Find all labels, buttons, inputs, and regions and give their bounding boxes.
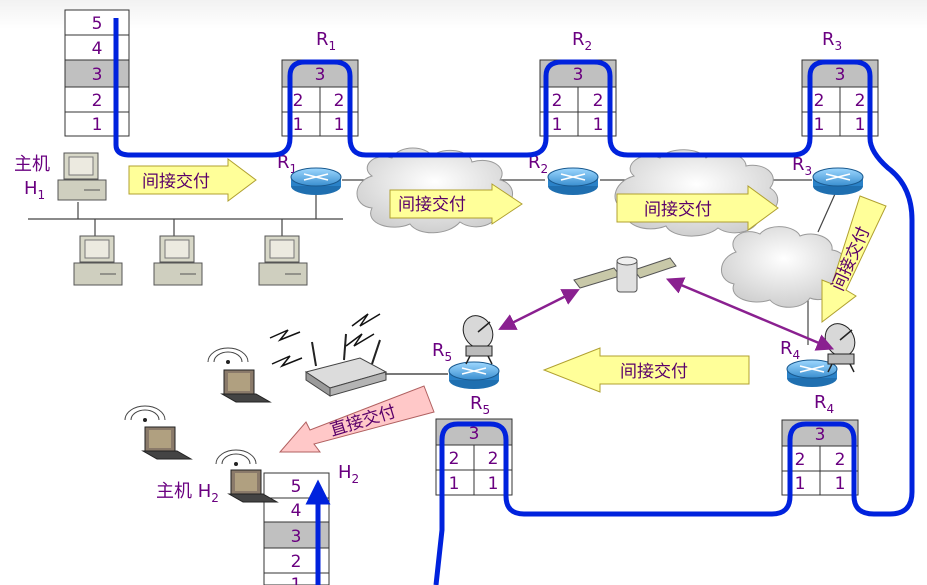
r2-layer-2a: 2 (552, 91, 563, 111)
h1-protocol-stack: 5 4 3 2 1 (64, 9, 130, 137)
r2-layer-1a: 1 (552, 115, 563, 135)
dish-r5-icon (462, 315, 494, 365)
r5-protocol-stack: 3 2 2 1 1 (435, 418, 513, 496)
r4-layer-2a: 2 (795, 450, 806, 470)
indirect-arrow-2-label: 间接交付 (398, 195, 466, 215)
h1-layer-5: 5 (92, 14, 103, 34)
r5-layer-3: 3 (469, 424, 480, 444)
router-labels: R1 R2 R3 R1 R2 R3 R5 R5 R4 R4 (277, 29, 842, 417)
r1-protocol-stack: 3 2 2 1 1 (281, 59, 359, 137)
router-r4-icon (786, 359, 838, 387)
router-r1-icon (290, 167, 342, 195)
h1-layer-4: 4 (92, 39, 103, 59)
r3-layer-1a: 1 (814, 115, 825, 135)
laptop-2-icon (124, 405, 193, 460)
r4-layer-3: 3 (815, 425, 826, 445)
r3-protocol-stack: 3 2 2 1 1 (801, 59, 879, 137)
laptop-h2-icon (215, 449, 279, 503)
satellite-links (498, 277, 835, 351)
label-r3-top: R3 (822, 29, 842, 53)
h1-layer-2: 2 (92, 91, 103, 111)
h1-layer-3: 3 (92, 65, 103, 85)
label-r4-bottom: R4 (814, 392, 834, 416)
router-r5-icon (448, 361, 500, 389)
indirect-arrow-4-label: 间接交付 (620, 362, 688, 382)
computer-lan-3-icon (258, 235, 308, 286)
r4-layer-1b: 1 (835, 474, 846, 494)
h2-layer-2: 2 (291, 552, 302, 572)
r1-layer-1b: 1 (334, 115, 345, 135)
r1-layer-2b: 2 (334, 91, 345, 111)
indirect-arrow-4: 间接交付 (542, 347, 750, 393)
r2-layer-3: 3 (573, 65, 584, 85)
computer-lan-2-icon (153, 235, 203, 286)
r3-layer-2a: 2 (814, 91, 825, 111)
indirect-arrow-1: 间接交付 (128, 158, 257, 202)
host-labels: 主机 H1 主机 H2 H2 (14, 154, 359, 505)
lan-bus (28, 194, 343, 236)
h2-layer-3: 3 (291, 527, 302, 547)
computer-lan-1-icon (73, 235, 123, 286)
r3-layer-1b: 1 (855, 115, 866, 135)
label-h2-name: 主机 H2 (156, 481, 219, 505)
wireless-signal-icons (269, 313, 381, 368)
r1-layer-1a: 1 (293, 115, 304, 135)
laptop-1-icon (207, 347, 272, 403)
label-r5-bottom: R5 (470, 393, 490, 417)
r5-layer-2b: 2 (488, 449, 499, 469)
indirect-arrow-3-label: 间接交付 (644, 200, 712, 220)
r5-layer-2a: 2 (449, 449, 460, 469)
r5-layer-1b: 1 (488, 474, 499, 494)
label-r1-top: R1 (316, 29, 336, 53)
r1-layer-3: 3 (315, 65, 326, 85)
satellite-icon (573, 256, 677, 293)
r2-layer-1b: 1 (593, 115, 604, 135)
r3-layer-3: 3 (835, 65, 846, 85)
indirect-arrow-2: 间接交付 (389, 183, 523, 225)
h1-layer-1: 1 (92, 115, 103, 135)
computer-h1-icon (57, 152, 107, 201)
label-r2-top: R2 (572, 29, 592, 53)
r4-layer-1a: 1 (795, 474, 806, 494)
router-r2-icon (547, 167, 599, 195)
label-h2-right: H2 (338, 462, 359, 486)
label-r3: R3 (792, 154, 812, 178)
indirect-arrow-1-label: 间接交付 (142, 172, 210, 192)
data-path-line (113, 18, 915, 585)
r4-layer-2b: 2 (835, 450, 846, 470)
label-h1-name: 主机 (14, 154, 50, 175)
label-r1: R1 (277, 152, 297, 176)
wireless-ap-icon (304, 333, 448, 397)
h2-layer-4: 4 (291, 501, 302, 521)
r2-protocol-stack: 3 2 2 1 1 (539, 59, 617, 137)
h2-layer-5: 5 (291, 477, 302, 497)
r1-layer-2a: 2 (293, 91, 304, 111)
r3-layer-2b: 2 (855, 91, 866, 111)
label-r5: R5 (432, 340, 452, 364)
r5-layer-1a: 1 (449, 474, 460, 494)
r2-layer-2b: 2 (593, 91, 604, 111)
router-r3-icon (812, 167, 864, 195)
label-h1: H1 (24, 178, 45, 202)
h2-layer-1: 1 (291, 575, 302, 585)
indirect-arrow-3: 间接交付 (616, 185, 779, 231)
